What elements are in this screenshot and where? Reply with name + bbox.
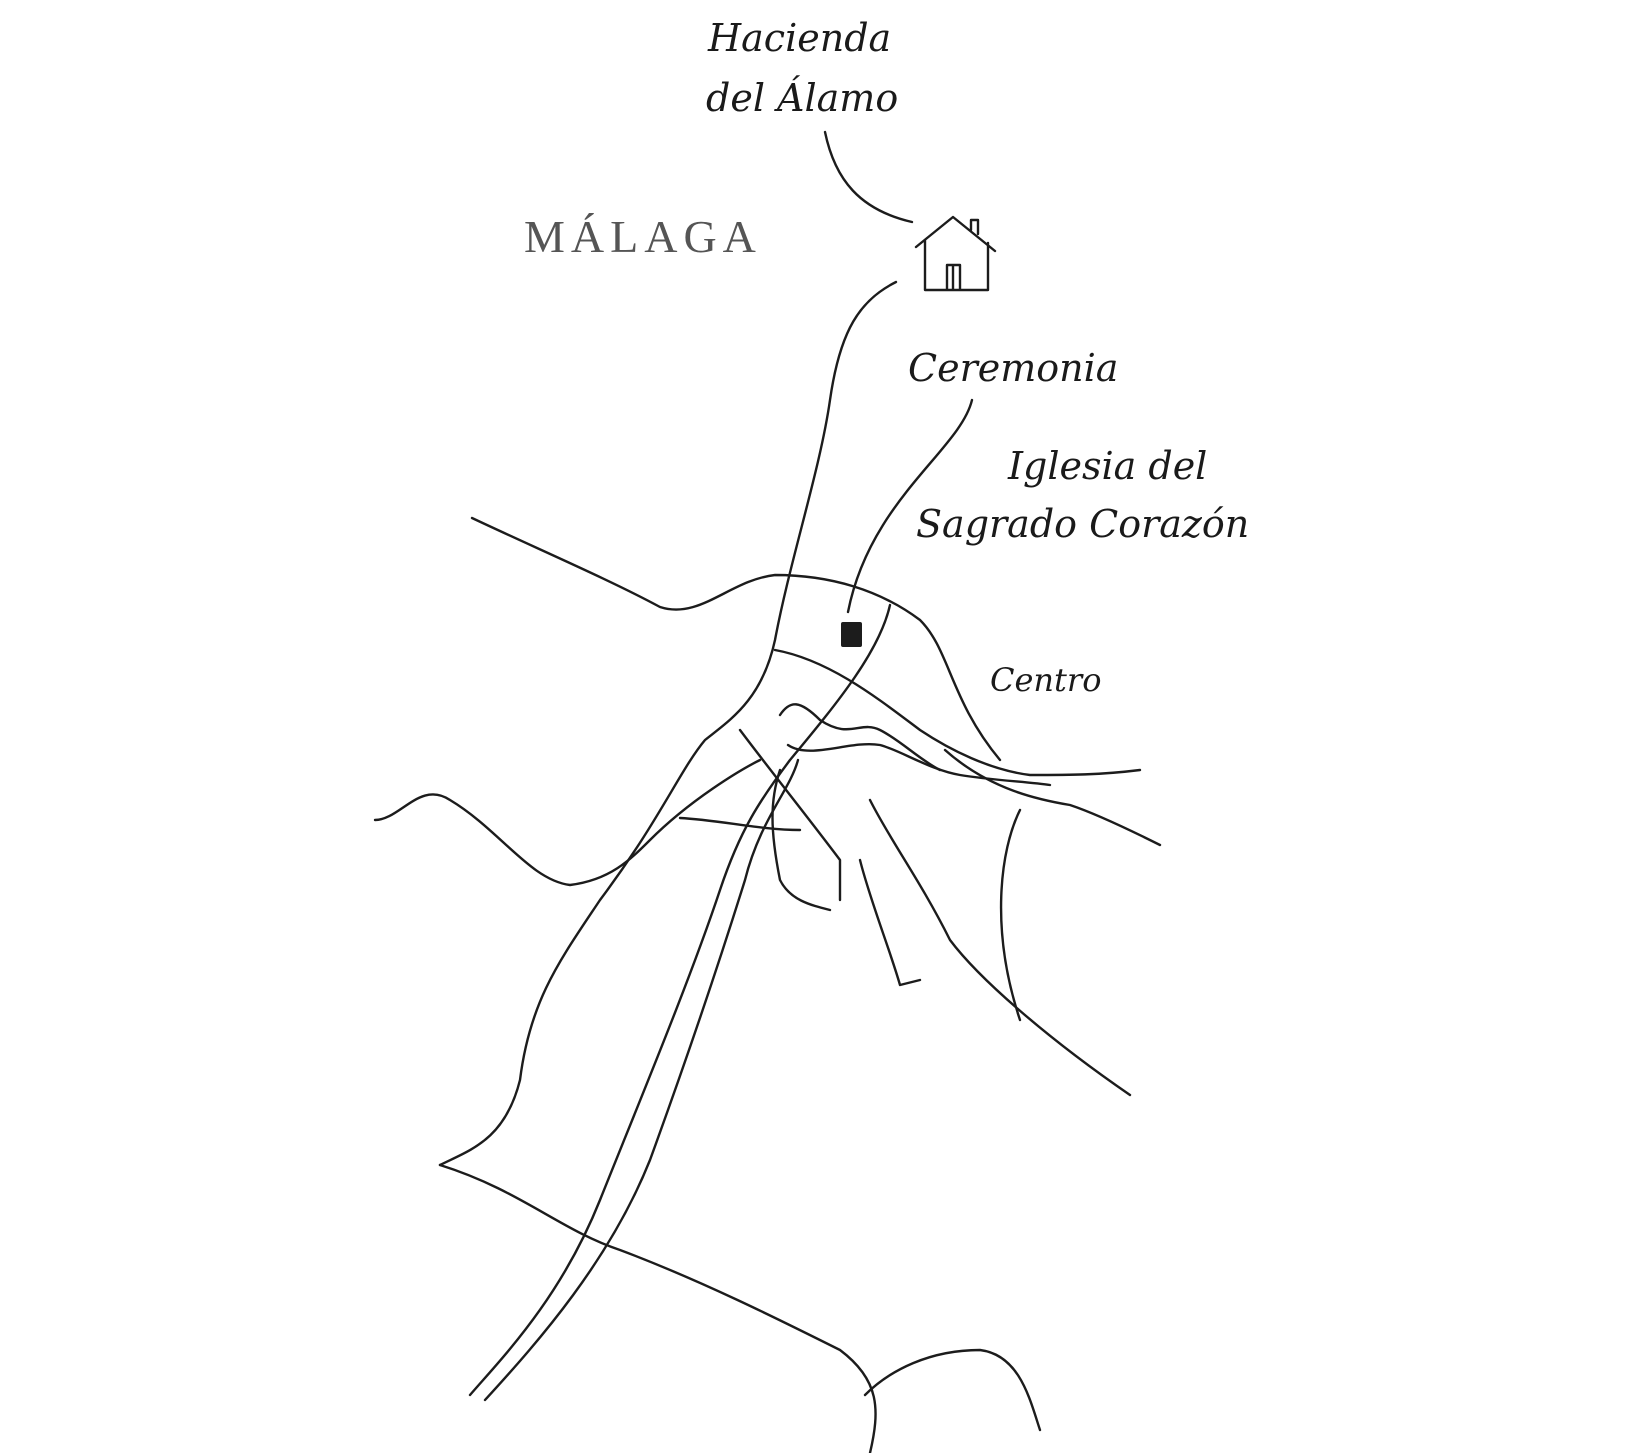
venue-label-line1: Hacienda xyxy=(708,16,892,60)
city-label: MÁLAGA xyxy=(524,211,762,262)
district-label: Centro xyxy=(990,661,1102,699)
square-marker-icon xyxy=(841,622,862,647)
church-label-line1: Iglesia del xyxy=(1008,444,1208,488)
roads xyxy=(373,280,1162,1453)
ceremony-leader-line xyxy=(846,398,974,614)
venue-label-line2: del Álamo xyxy=(706,76,899,120)
house-icon xyxy=(914,215,997,292)
church-label-line2: Sagrado Corazón xyxy=(916,502,1250,546)
venue-leader-line xyxy=(823,130,914,224)
leader-lines xyxy=(823,130,974,614)
ceremony-label: Ceremonia xyxy=(908,346,1119,390)
